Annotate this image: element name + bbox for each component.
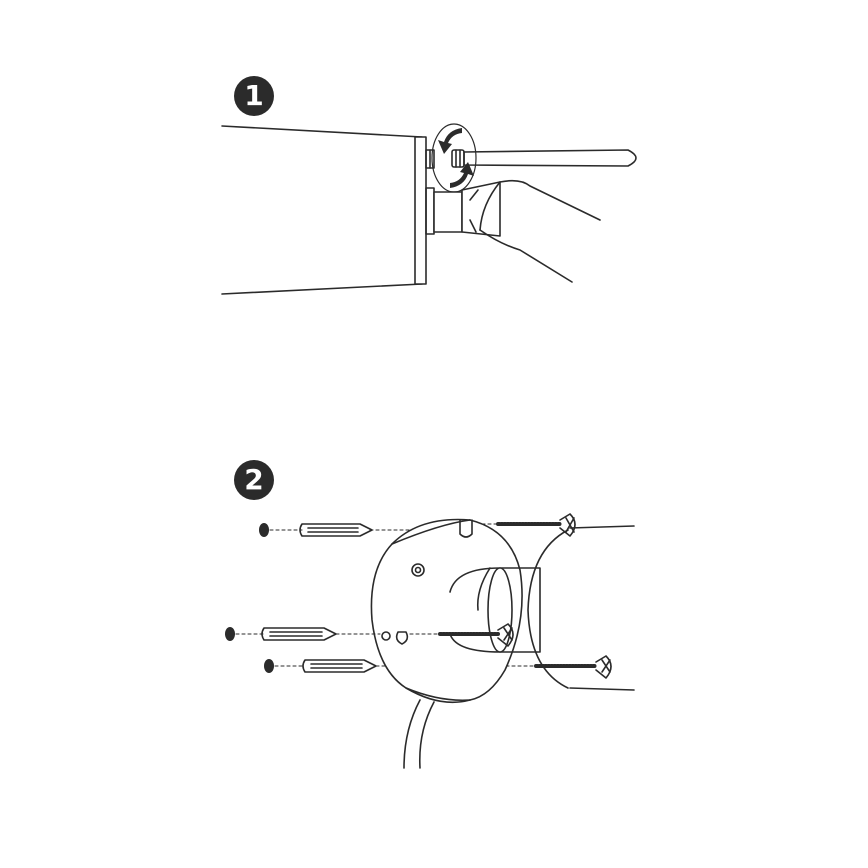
screw bbox=[496, 513, 576, 537]
screw bbox=[438, 623, 514, 647]
camera-body bbox=[221, 125, 427, 295]
wall-anchor bbox=[261, 627, 337, 641]
rotate-arrow-icon bbox=[438, 128, 474, 188]
screw bbox=[534, 655, 612, 679]
step-1-panel: 1 bbox=[0, 0, 868, 420]
step-2-panel: 2 bbox=[0, 420, 868, 868]
wall-mount-illustration bbox=[225, 513, 635, 769]
wall-anchor bbox=[302, 659, 377, 673]
step-1-badge: 1 bbox=[234, 76, 274, 116]
antenna-connector bbox=[425, 149, 435, 169]
cable bbox=[403, 699, 435, 769]
mount-cylinder bbox=[449, 567, 541, 653]
camera-tube bbox=[527, 525, 635, 691]
antenna bbox=[451, 149, 637, 168]
drill-hole bbox=[225, 523, 274, 673]
wall-anchor bbox=[299, 523, 373, 537]
mount-arm bbox=[479, 179, 601, 283]
antenna-install-illustration bbox=[221, 123, 637, 295]
step-2-badge: 2 bbox=[234, 460, 274, 500]
mount-neck bbox=[425, 181, 501, 237]
